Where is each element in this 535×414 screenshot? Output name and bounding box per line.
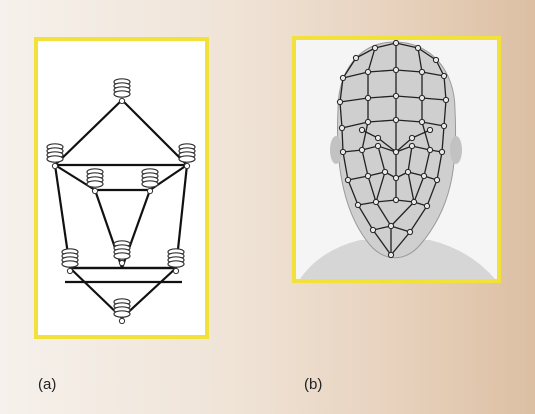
caption-b: (b) [304,376,322,393]
mesh-node [427,147,432,152]
mesh-node [411,199,416,204]
mesh-node [393,40,398,45]
mesh-node [441,123,446,128]
mesh-node [419,69,424,74]
mesh-node [393,67,398,72]
mesh-node [345,177,350,182]
mesh-node [393,175,398,180]
mesh-node [434,177,439,182]
right-ear [450,136,462,164]
mesh-node [375,135,380,140]
mesh-node [337,99,342,104]
mesh-node [393,93,398,98]
mesh-node [359,127,364,132]
mesh-node [365,69,370,74]
mesh-node [365,95,370,100]
mesh-node [339,125,344,130]
mesh-node [393,149,398,154]
mesh-node [439,149,444,154]
mesh-node [427,127,432,132]
mesh-node [375,143,380,148]
caption-a: (a) [38,376,56,393]
mesh-node [409,143,414,148]
mesh-node [353,55,358,60]
mesh-node [370,227,375,232]
mesh-node [373,199,378,204]
mesh-node [388,252,393,257]
mesh-node [409,135,414,140]
mesh-node [407,229,412,234]
mesh-node [405,169,410,174]
mesh-node [388,223,393,228]
mesh-node [424,203,429,208]
mesh-node [359,147,364,152]
mesh-node [382,169,387,174]
mesh-node [441,73,446,78]
mesh-node [355,202,360,207]
mesh-node [421,173,426,178]
mesh-node [365,173,370,178]
mesh-node [340,149,345,154]
mesh-node [365,119,370,124]
mesh-node [419,95,424,100]
mesh-node [415,45,420,50]
mesh-node [443,97,448,102]
mesh-node [372,45,377,50]
mesh-node [419,119,424,124]
mesh-node [393,117,398,122]
left-ear [330,136,342,164]
mesh-node [340,75,345,80]
mesh-node [433,57,438,62]
mesh-node [393,197,398,202]
